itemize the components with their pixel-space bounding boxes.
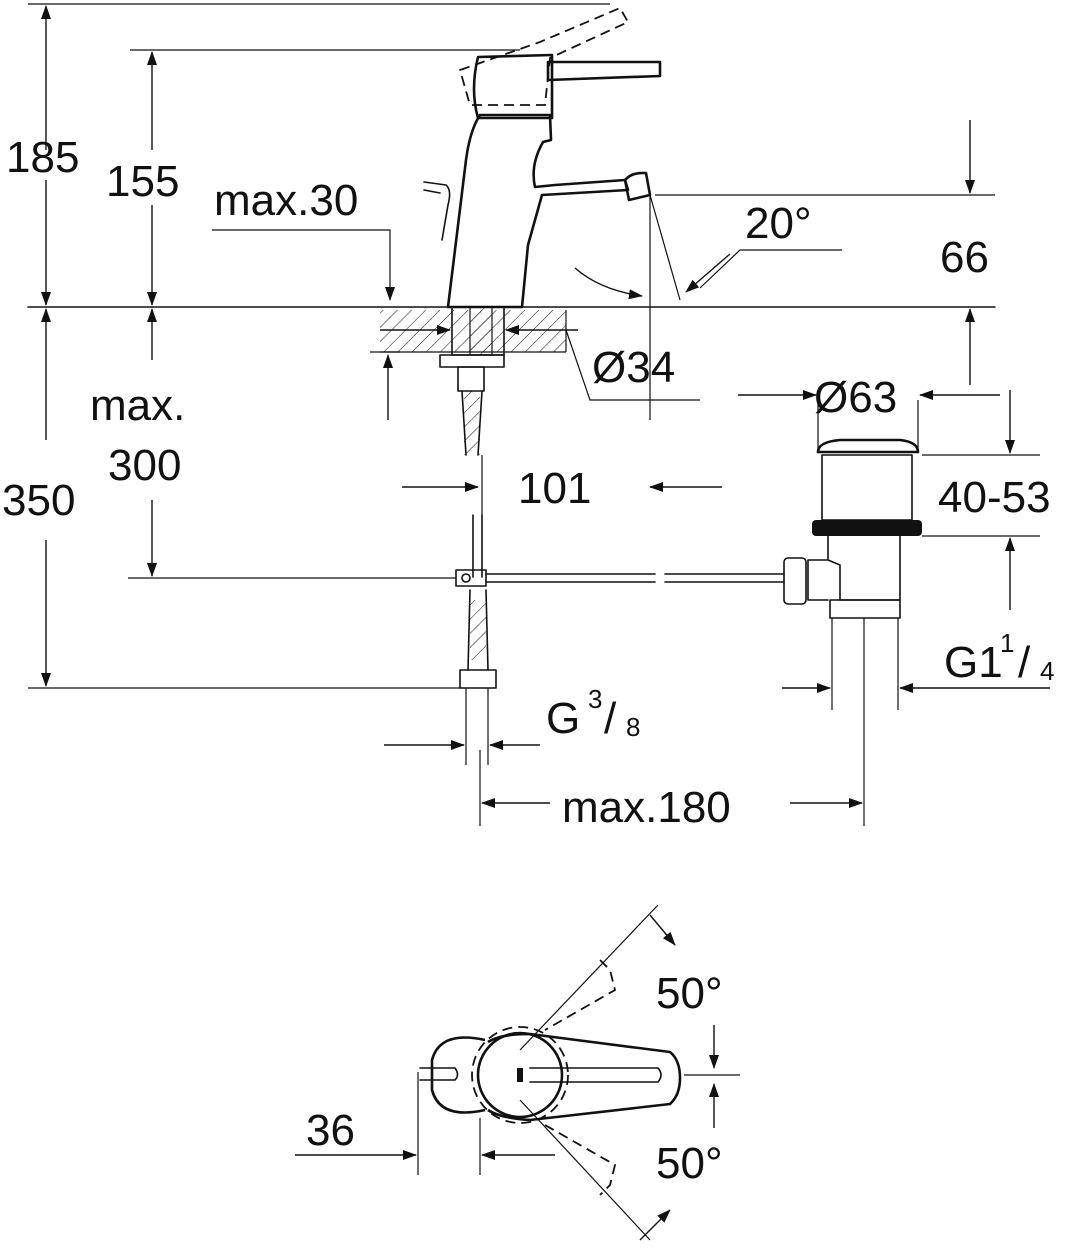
label-max180: max.180 [562,783,731,832]
drain-flange [812,520,922,536]
svg-text:3: 3 [588,684,602,714]
popup-rod [423,181,451,241]
label-max300-line2: 300 [108,441,181,490]
faucet-side-view [27,6,996,765]
lever-handle [546,60,662,82]
label-40-53: 40-53 [938,473,1051,522]
body-circle [476,1031,564,1119]
svg-text:1: 1 [1000,628,1014,658]
spout-tip [623,171,652,202]
drain-outlet [829,599,901,619]
drain-body-upper [821,454,913,521]
label-36: 36 [306,1106,355,1155]
dimensions [28,3,1050,826]
connection-nut [459,669,497,689]
label-66: 66 [940,233,989,282]
label-max30: max.30 [214,176,358,225]
svg-text:/: / [1018,638,1031,687]
svg-text:4: 4 [1040,656,1054,686]
lever-top-dashed [544,959,617,1031]
cartridge-top [472,53,554,120]
label-g-3-8: G 3 / 8 [546,684,640,743]
back-housing [430,1036,486,1114]
label-g1-1-4: G1 1 / 4 [944,628,1054,687]
popup-rod-top [419,1067,459,1081]
label-d63: Ø63 [814,373,897,422]
lever-raised-outline [458,6,630,106]
faucet-body [446,113,630,309]
faucet-top-view [295,904,740,1241]
drain-body-lower [827,535,901,601]
label-101: 101 [518,464,591,513]
label-d34: Ø34 [592,343,675,392]
label-350: 350 [2,476,75,525]
label-185: 185 [6,133,79,182]
label-max300-line1: max. [90,381,185,430]
label-angle-20: 20° [745,199,812,248]
lever-top [487,1032,682,1122]
label-angle-50-top: 50° [656,969,723,1018]
svg-text:8: 8 [626,712,640,742]
label-angle-50-bottom: 50° [656,1139,723,1188]
labels: 185 155 max.30 20° 66 Ø34 Ø63 max. 300 3… [2,133,1054,1188]
svg-text:/: / [604,694,617,743]
label-155: 155 [106,157,179,206]
svg-text:G: G [546,694,580,743]
drain-cap [816,438,920,454]
drain-assembly [783,438,922,826]
svg-text:G1: G1 [944,638,1003,687]
drain-knob [783,557,807,605]
